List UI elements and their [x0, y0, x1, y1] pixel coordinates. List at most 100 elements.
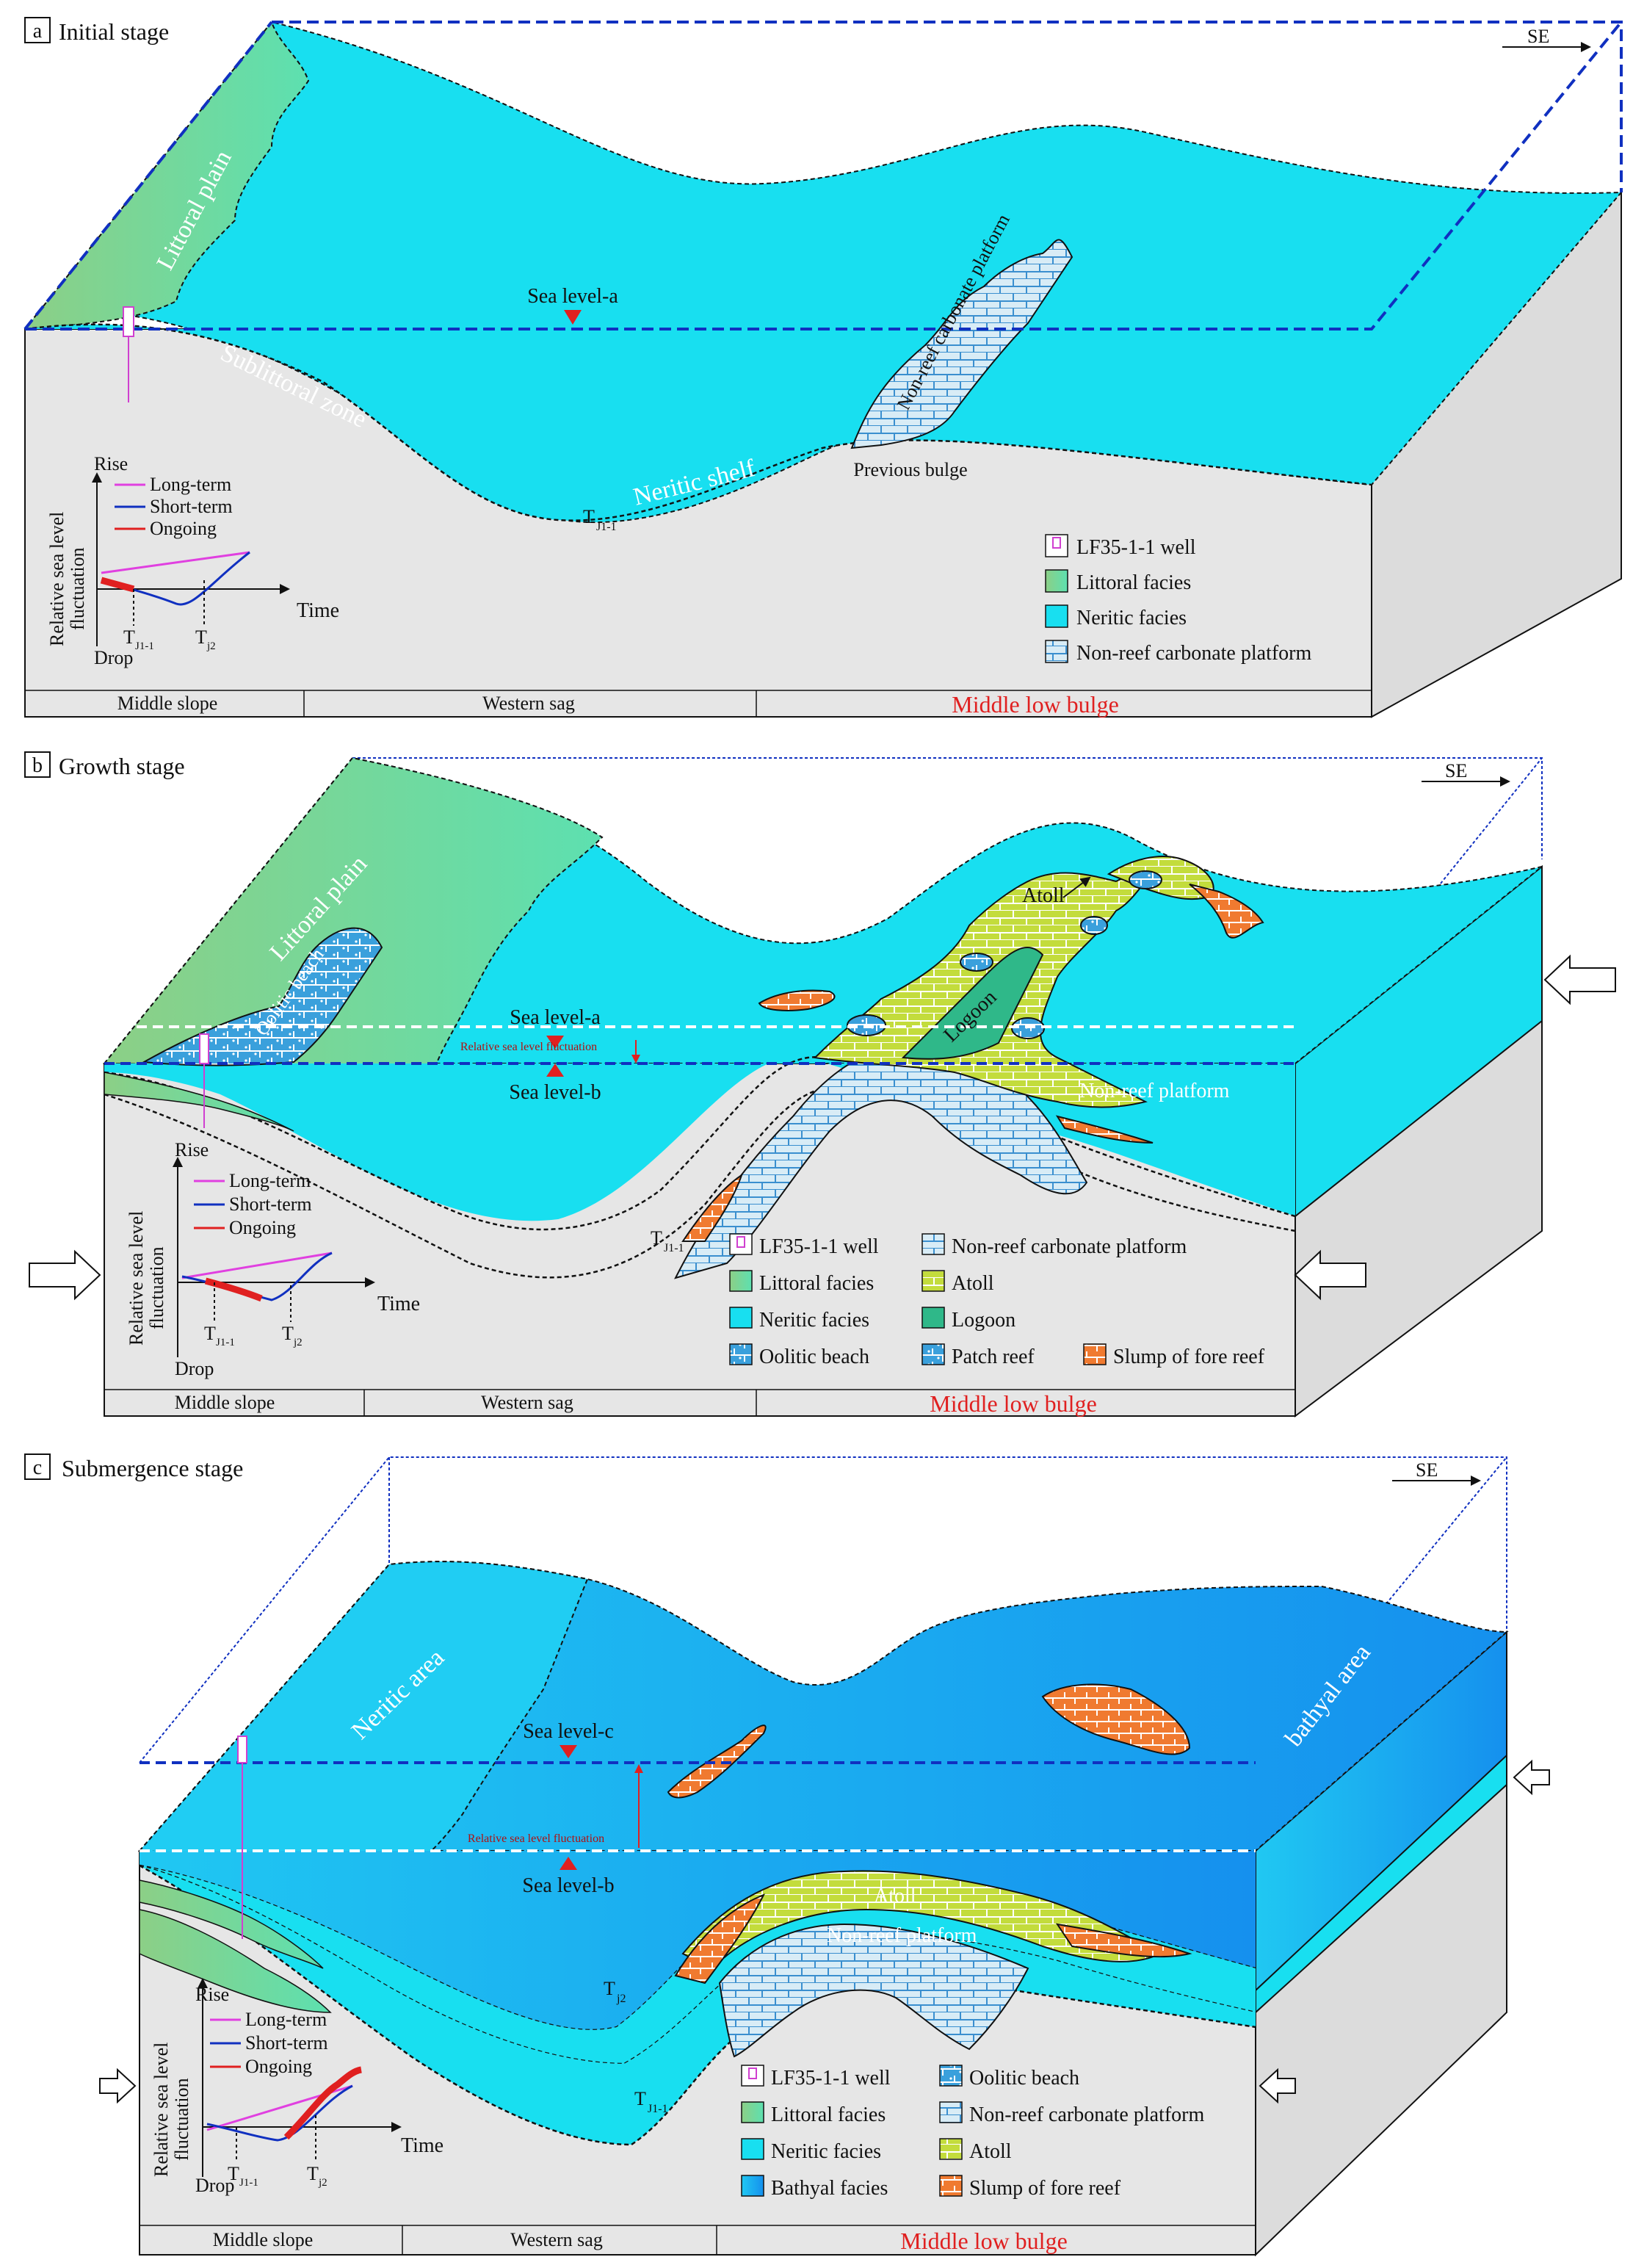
inset-b-long: Long-term [229, 1170, 311, 1191]
horizon-b-sub: J1-1 [664, 1242, 684, 1254]
panel-c-direction: SE [1416, 1459, 1438, 1481]
legend-a-neritic: Neritic facies [1076, 607, 1187, 629]
panel-a: a Initial stage Sea level-a Littoral pla… [23, 17, 1623, 718]
zone-c-western-sag: Western sag [510, 2229, 603, 2250]
inset-b-drop: Drop [175, 1358, 214, 1379]
inset-c-t2-sub: j2 [318, 2177, 327, 2189]
platform-c: Non-reef platform [827, 1924, 977, 1947]
inset-a-t1: T [123, 626, 135, 648]
inset-a-short: Short-term [150, 496, 233, 517]
panel-a-letter: a [33, 20, 43, 43]
inset-a-ongoing: Ongoing [150, 518, 217, 539]
legend-b: LF35-1-1 well Littoral facies Neritic fa… [729, 1233, 1265, 1368]
legend-b-patch: Patch reef [952, 1346, 1035, 1368]
legend-c-neritic: Neritic facies [771, 2140, 881, 2163]
inset-a-ylabel2: fluctuation [67, 547, 88, 630]
fluct-b-label: Relative sea level fluctuation [460, 1041, 597, 1053]
legend-b-oolitic: Oolitic beach [759, 1346, 869, 1368]
panel-a-direction: SE [1527, 26, 1549, 47]
legend-c-oolitic: Oolitic beach [969, 2067, 1079, 2090]
inset-c-drop: Drop [195, 2175, 234, 2196]
inset-a-drop: Drop [94, 647, 133, 668]
legend-a: LF35-1-1 well Littoral facies Neritic fa… [1045, 534, 1311, 665]
legend-c-bathyal: Bathyal facies [771, 2177, 888, 2200]
sea-level-a-b-label: Sea level-a [510, 1006, 601, 1029]
inset-b-ylabel2: fluctuation [146, 1246, 167, 1329]
inset-a-time: Time [297, 599, 339, 622]
horizon-a-sub: J1-1 [596, 521, 617, 533]
inset-c-t2: T [307, 2163, 319, 2184]
zone-a-bulge: Middle low bulge [952, 691, 1119, 718]
inset-b-short: Short-term [229, 1193, 312, 1215]
zone-b-middle-slope: Middle slope [175, 1392, 275, 1413]
panel-c-letter: c [33, 1456, 42, 1479]
sea-level-a-label: Sea level-a [527, 285, 618, 308]
atoll-b: Atoll [1022, 884, 1065, 907]
inset-c-t1-sub: J1-1 [239, 2177, 258, 2189]
inset-b-t1: T [204, 1323, 216, 1344]
inset-c-t1: T [228, 2163, 239, 2184]
panel-b-letter: b [32, 754, 43, 777]
legend-c-littoral: Littoral facies [771, 2103, 886, 2126]
atoll-c: Atoll [874, 1885, 916, 1907]
horizon-c-j11: J1-1 [648, 2103, 668, 2115]
inset-a-t2: T [195, 626, 207, 648]
legend-a-well: LF35-1-1 well [1076, 536, 1196, 559]
legend-b-slump: Slump of fore reef [1113, 1346, 1265, 1368]
legend-c-atoll: Atoll [969, 2140, 1012, 2163]
panel-b: b Growth stage [24, 751, 1616, 1418]
inset-b-rise: Rise [175, 1139, 209, 1160]
inset-c-ylabel2: fluctuation [171, 2078, 192, 2161]
panel-a-title: Initial stage [59, 18, 169, 45]
panel-c: c Submergence stage [24, 1453, 1550, 2257]
sea-level-b-label: Sea level-b [509, 1081, 601, 1104]
legend-a-littoral: Littoral facies [1076, 571, 1191, 594]
inset-a-ylabel1: Relative sea level [46, 512, 68, 646]
inset-b-time: Time [377, 1293, 420, 1315]
inset-a-t2-sub: j2 [206, 640, 216, 652]
inset-b-ongoing: Ongoing [229, 1217, 296, 1238]
inset-a-long: Long-term [150, 474, 231, 495]
inset-c-rise: Rise [195, 1984, 229, 2005]
sea-level-b-c-label: Sea level-b [522, 1874, 614, 1897]
horizon-c-j2: j2 [616, 1993, 626, 2005]
inset-a-t1-sub: J1-1 [135, 640, 154, 652]
legend-a-platform: Non-reef carbonate platform [1076, 642, 1311, 665]
inset-a: Rise Drop Time Relative sea level fluctu… [46, 453, 339, 668]
horizon-c-T2: T [634, 2088, 646, 2109]
legend-b-platform: Non-reef carbonate platform [952, 1235, 1187, 1258]
inset-b-ylabel1: Relative sea level [126, 1211, 147, 1346]
inset-c-ylabel1: Relative sea level [151, 2043, 172, 2177]
inset-b-t2: T [282, 1323, 294, 1344]
inset-a-rise: Rise [94, 453, 128, 474]
zone-b-western-sag: Western sag [481, 1392, 573, 1413]
panel-b-direction: SE [1445, 760, 1467, 781]
legend-b-atoll: Atoll [952, 1272, 994, 1295]
inset-b-t2-sub: j2 [293, 1337, 303, 1348]
horizon-a-T: T [583, 506, 595, 527]
inset-b-t1-sub: J1-1 [216, 1337, 235, 1348]
zone-c-middle-slope: Middle slope [213, 2229, 314, 2250]
platform-b: Non-reef platform [1079, 1080, 1230, 1102]
horizon-c-T1: T [604, 1978, 615, 1999]
panel-b-title: Growth stage [59, 753, 185, 779]
zone-a-western-sag: Western sag [482, 693, 575, 714]
zone-c-bulge: Middle low bulge [900, 2228, 1068, 2254]
inset-c-long: Long-term [245, 2009, 327, 2030]
legend-b-logoon: Logoon [952, 1309, 1015, 1332]
zone-b-bulge: Middle low bulge [930, 1390, 1097, 1417]
legend-c-well: LF35-1-1 well [771, 2067, 891, 2090]
inset-c-time: Time [401, 2134, 443, 2157]
fluct-c-label: Relative sea level fluctuation [468, 1832, 604, 1845]
legend-c-platform: Non-reef carbonate platform [969, 2103, 1204, 2126]
inset-c: Rise Drop Time Relative sea level fluctu… [151, 1978, 443, 2196]
legend-c-slump: Slump of fore reef [969, 2177, 1121, 2200]
legend-b-neritic: Neritic facies [759, 1309, 869, 1332]
legend-b-well: LF35-1-1 well [759, 1235, 879, 1258]
legend-c: LF35-1-1 well Littoral facies Neritic fa… [741, 2065, 1204, 2200]
zone-a-middle-slope: Middle slope [117, 693, 218, 714]
inset-c-ongoing: Ongoing [245, 2056, 312, 2077]
sea-level-c-label: Sea level-c [523, 1720, 614, 1743]
panel-c-title: Submergence stage [62, 1455, 243, 1481]
